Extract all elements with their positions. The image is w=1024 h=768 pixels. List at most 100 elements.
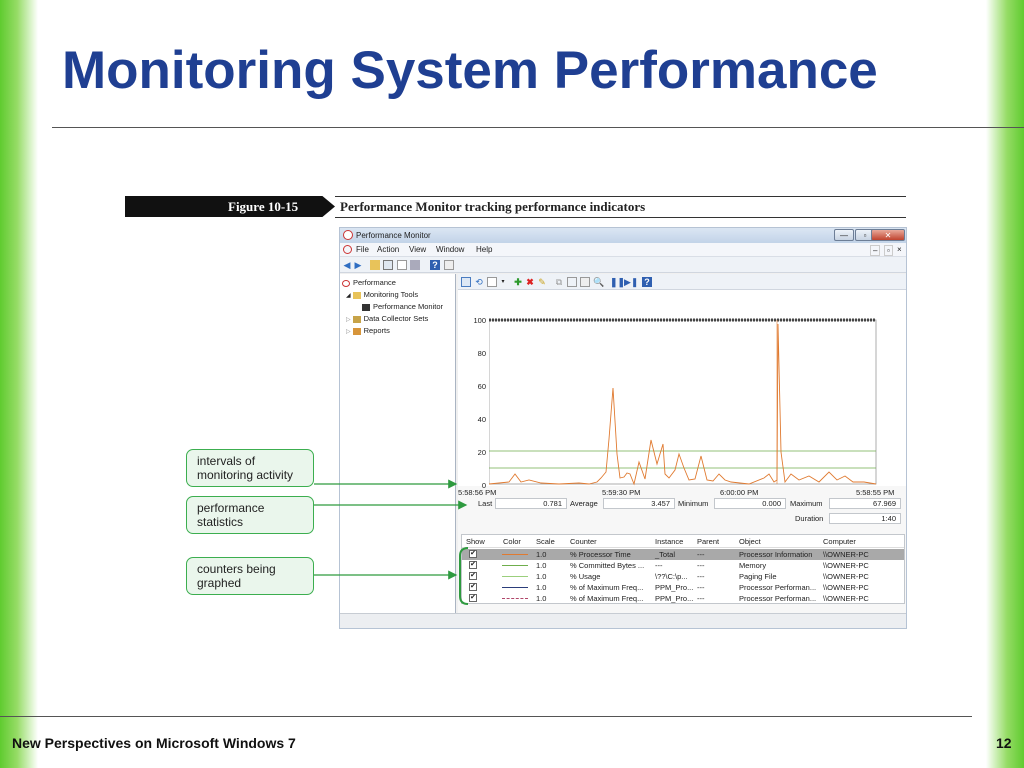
column-header-parent[interactable]: Parent (697, 537, 720, 546)
x-time-label: 5:59:30 PM (602, 488, 641, 497)
right-gradient-bar (986, 0, 1024, 768)
processor-time-line (489, 323, 877, 486)
last-value: 0.781 (495, 498, 567, 509)
copy-properties-icon[interactable]: ⧉ (555, 277, 563, 287)
menu-window[interactable]: Window (436, 245, 465, 254)
performance-graph[interactable]: 100 80 60 40 20 0 5:58:56 PM 5:59:30 PM … (458, 290, 906, 497)
table-row[interactable]: ✔ 1.0 % Committed Bytes ... --- --- Memo… (462, 560, 904, 571)
tree-item-performance[interactable]: Performance (342, 278, 396, 287)
graph-toolbar: ⟲ ▾ ✚ ✖ ✎ ⧉ 🔍 ❚❚ ▶❚ ? (458, 274, 906, 290)
slide-title: Monitoring System Performance (62, 41, 878, 100)
back-arrow-icon[interactable]: ◀ (343, 260, 351, 270)
duration-label: Duration (795, 514, 824, 523)
mdi-close-button[interactable]: × (897, 245, 902, 254)
average-label: Average (570, 499, 598, 508)
change-graph-type-icon[interactable] (487, 277, 497, 287)
pause-icon[interactable]: ❚❚ (610, 277, 626, 287)
properties-icon[interactable] (580, 277, 590, 287)
computer-cell: \\OWNER-PC (823, 550, 869, 559)
column-header-scale[interactable]: Scale (536, 537, 555, 546)
table-row[interactable]: ✔ 1.0 % of Maximum Freq... PPM_Pro... --… (462, 593, 904, 604)
forward-arrow-icon[interactable]: ▶ (354, 260, 362, 270)
column-header-instance[interactable]: Instance (655, 537, 684, 546)
duration-value: 1:40 (829, 513, 901, 524)
show-checkbox[interactable]: ✔ (469, 572, 477, 580)
y-tick-label: 20 (477, 448, 486, 457)
column-header-counter[interactable]: Counter (570, 537, 597, 546)
color-swatch (502, 554, 528, 555)
minimize-button[interactable]: — (834, 229, 854, 241)
collector-icon (352, 315, 361, 323)
callout-intervals: intervals of monitoring activity (186, 449, 314, 487)
column-header-color[interactable]: Color (503, 537, 521, 546)
highlight-icon[interactable]: ✎ (538, 277, 546, 287)
tree-item-performance-monitor[interactable]: Performance Monitor (362, 302, 443, 311)
main-toolbar: ◀ ▶ ? (340, 257, 906, 273)
monitor-icon (362, 303, 370, 311)
table-row[interactable]: ✔ 1.0 % Usage \??\C:\p... --- Paging Fil… (462, 571, 904, 582)
column-header-computer[interactable]: Computer (823, 537, 856, 546)
show-checkbox[interactable]: ✔ (469, 561, 477, 569)
folder-icon[interactable] (370, 260, 380, 270)
window-titlebar[interactable]: Performance Monitor — ▫ ✕ (340, 228, 906, 243)
menu-view[interactable]: View (409, 245, 427, 254)
delete-counter-icon[interactable]: ✖ (526, 277, 534, 287)
scale-cell: 1.0 (536, 594, 547, 603)
export-icon[interactable] (410, 260, 420, 270)
performance-monitor-window: Performance Monitor — ▫ ✕ File Action Vi… (339, 227, 907, 629)
maximum-label: Maximum (790, 499, 823, 508)
parent-cell: --- (697, 550, 705, 559)
console-tree-icon[interactable] (383, 260, 393, 270)
expanded-chevron-icon: ◢ (346, 293, 351, 299)
figure-label: Figure 10-15 (228, 199, 299, 214)
paste-icon[interactable] (567, 277, 577, 287)
menu-bar: File Action View Window Help – ▫ × (340, 243, 906, 257)
show-checkbox[interactable]: ✔ (469, 583, 477, 591)
zoom-icon[interactable]: 🔍 (593, 277, 605, 287)
close-button[interactable]: ✕ (871, 229, 905, 241)
collapsed-chevron-icon: ▷ (346, 317, 351, 323)
scale-cell: 1.0 (536, 561, 547, 570)
instance-cell: \??\C:\p... (655, 572, 688, 581)
instance-cell: _Total (655, 550, 676, 559)
minimum-label: Minimum (678, 499, 709, 508)
help-icon[interactable]: ? (642, 277, 652, 287)
app-menu-icon[interactable] (343, 245, 352, 254)
callout-counters: counters being graphed (186, 557, 314, 595)
figure-label-bar (125, 196, 335, 217)
mdi-minimize-button[interactable]: – (870, 245, 881, 256)
view-icon[interactable] (444, 260, 454, 270)
column-header-show[interactable]: Show (466, 537, 485, 546)
menu-action[interactable]: Action (377, 245, 400, 254)
scale-cell: 1.0 (536, 583, 547, 592)
instance-cell: PPM_Pro... (655, 583, 694, 592)
statistics-bar: Last 0.781 Average 3.457 Minimum 0.000 M… (458, 496, 906, 530)
help-icon[interactable]: ? (430, 260, 440, 270)
mdi-restore-button[interactable]: ▫ (884, 245, 893, 256)
column-header-object[interactable]: Object (739, 537, 761, 546)
chevron-down-icon[interactable]: ▾ (501, 279, 505, 285)
computer-cell: \\OWNER-PC (823, 561, 869, 570)
freeze-display-icon[interactable]: ⟲ (475, 277, 483, 287)
table-row[interactable]: ✔ 1.0 % Processor Time _Total --- Proces… (462, 549, 904, 560)
scale-cell: 1.0 (536, 550, 547, 559)
counter-cell: % Usage (570, 572, 601, 581)
table-row[interactable]: ✔ 1.0 % of Maximum Freq... PPM_Pro... --… (462, 582, 904, 593)
menu-help[interactable]: Help (476, 245, 493, 254)
properties-icon[interactable] (397, 260, 407, 270)
maximum-value: 67.969 (829, 498, 901, 509)
show-checkbox[interactable]: ✔ (469, 594, 477, 602)
instance-cell: PPM_Pro... (655, 594, 694, 603)
show-checkbox[interactable]: ✔ (469, 550, 477, 558)
view-graph-icon[interactable] (461, 277, 471, 287)
tree-item-monitoring-tools[interactable]: ◢Monitoring Tools (346, 290, 419, 299)
add-counter-icon[interactable]: ✚ (514, 277, 522, 287)
figure-rule-top (335, 196, 906, 197)
tree-item-data-collector-sets[interactable]: ▷Data Collector Sets (346, 314, 429, 323)
tree-item-reports[interactable]: ▷Reports (346, 326, 390, 335)
plot-area (489, 319, 877, 485)
status-bar (340, 613, 906, 628)
x-time-label: 5:58:55 PM (856, 488, 895, 497)
next-frame-icon[interactable]: ▶❚ (624, 277, 639, 287)
menu-file[interactable]: File (356, 245, 369, 254)
